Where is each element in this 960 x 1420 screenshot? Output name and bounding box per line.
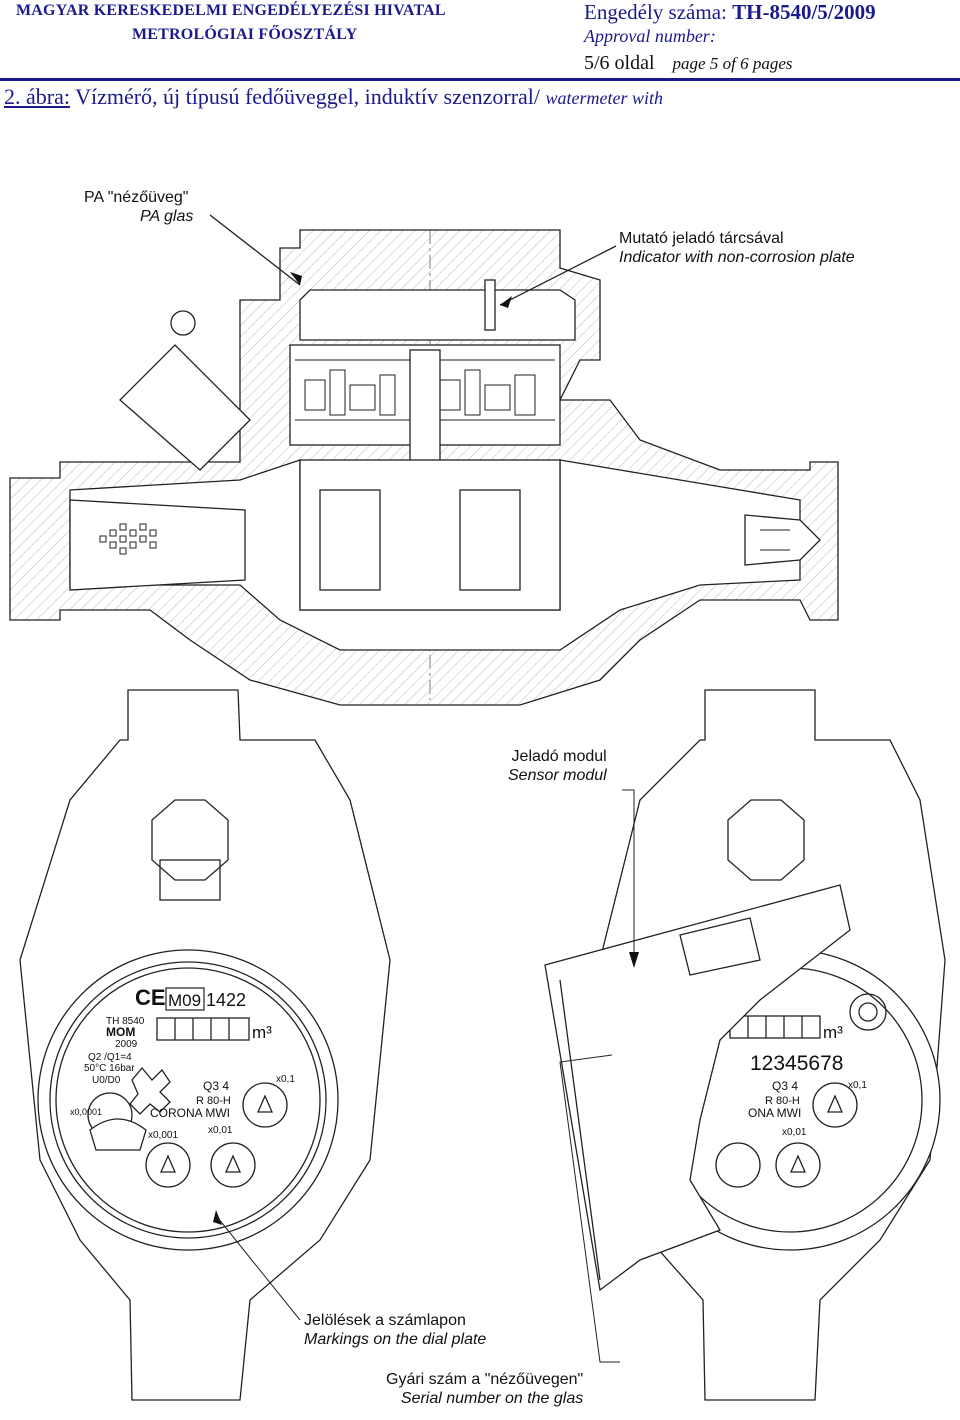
- volume-unit: m³: [252, 1023, 272, 1042]
- left-dial-markings: CE M09 1422 TH 8540 MOM 2009 m³ Q2 /Q1=4…: [70, 985, 295, 1141]
- callout-indicator: Mutató jeladó tárcsával Indicator with n…: [619, 229, 855, 267]
- left-dial-pointers: [87, 1082, 288, 1188]
- permit-number: TH-8540/5/2009: [732, 0, 876, 24]
- right-meter-plug: [727, 799, 805, 881]
- permit-line: Engedély száma: TH-8540/5/2009: [584, 0, 876, 25]
- arrowhead-sensor: [629, 952, 639, 968]
- approval-mark: TH 8540: [106, 1016, 145, 1027]
- left-odometer: [156, 1017, 250, 1041]
- arrowhead-indicator: [500, 296, 512, 308]
- callout-serial: Gyári szám a "nézőüvegen" Serial number …: [386, 1370, 583, 1408]
- callout-indicator-en: Indicator with non-corrosion plate: [619, 249, 855, 266]
- multiplier-01: x0,1: [276, 1074, 295, 1085]
- multiplier-0001: x0,001: [148, 1130, 178, 1141]
- leader-indicator: [499, 245, 617, 306]
- sensor-screw-head: [858, 1002, 878, 1022]
- callout-serial-en: Serial number on the glas: [400, 1390, 584, 1407]
- permit-label: Engedély száma:: [584, 0, 727, 24]
- right-multiplier-001: x0,01: [782, 1127, 807, 1138]
- callout-sensor-en: Sensor modul: [508, 767, 607, 784]
- check-valve-spring: [760, 529, 790, 551]
- pipe-size: R 80-H: [196, 1095, 231, 1107]
- meter-model: CORONA MWI: [150, 1106, 230, 1120]
- left-dial-bezel: [37, 949, 339, 1251]
- office-logo: MOM: [106, 1025, 135, 1039]
- page-hu: 5/6 oldal: [584, 52, 655, 74]
- callout-serial-hu: Gyári szám a "nézőüvegen": [386, 1371, 584, 1388]
- sensor-module-edge: [559, 979, 601, 1281]
- ce-mark: CE: [135, 985, 166, 1010]
- inlet-strainer: [69, 499, 246, 591]
- page-en: page 5 of 6 pages: [672, 54, 793, 73]
- right-dial-markings: m³ 12345678 Q3 4 R 80-H ONA MWI x0,01 x0…: [748, 1023, 867, 1138]
- metrology-mark-box: [165, 987, 205, 1011]
- right-multiplier-01: x0,1: [848, 1080, 867, 1091]
- office-name: MAGYAR KERESKEDELMI ENGEDÉLYEZÉSI HIVATA…: [16, 2, 446, 19]
- sensor-module: [544, 884, 851, 1292]
- left-dial-inner-ring: [49, 961, 327, 1239]
- caption-hu: Vízmérő, új típusú fedőüveggel, induktív…: [75, 84, 541, 109]
- metrology-mark: M09: [168, 991, 201, 1010]
- page-line: 5/6 oldal page 5 of 6 pages: [584, 52, 792, 75]
- callout-markings: Jelölések a számlapon Markings on the di…: [304, 1311, 486, 1349]
- impeller-blade-left: [319, 489, 381, 591]
- multiplier-001: x0,01: [208, 1125, 233, 1136]
- arrowhead-markings: [213, 1210, 222, 1225]
- regulating-screw: [119, 344, 251, 471]
- right-pipe-size: R 80-H: [765, 1095, 800, 1107]
- pa-glass-cover: [299, 289, 576, 341]
- right-meter-top-view: [544, 689, 946, 1401]
- caption-en: watermeter with: [545, 88, 664, 108]
- left-dial-plate: [55, 967, 321, 1233]
- sensitivity-class: U0/D0: [92, 1075, 121, 1086]
- callout-markings-en: Markings on the dial plate: [304, 1331, 487, 1348]
- arrowhead-pa-glass: [290, 272, 302, 285]
- left-sector-dial: [89, 1118, 147, 1151]
- adjust-nut: [170, 310, 196, 336]
- department-name: METROLÓGIAI FŐOSZTÁLY: [132, 26, 358, 43]
- leader-serial: [559, 1054, 620, 1363]
- right-volume-unit: m³: [823, 1023, 843, 1042]
- sensor-screw: [849, 993, 887, 1031]
- right-meter-model: ONA MWI: [748, 1106, 801, 1120]
- right-permanent-flowrate: Q3 4: [772, 1079, 798, 1093]
- leader-pa-glass: [209, 214, 301, 286]
- callout-sensor-hu: Jeladó modul: [511, 748, 607, 765]
- cross-section-view: [9, 214, 839, 706]
- star-wheel: [129, 1066, 171, 1115]
- callout-pa-glass-en: PA glas: [140, 208, 194, 225]
- callout-indicator-hu: Mutató jeladó tárcsával: [619, 230, 784, 247]
- left-meter-plug: [151, 799, 229, 881]
- manufacture-year: 2009: [115, 1039, 138, 1050]
- left-meter-plug-base: [159, 859, 221, 901]
- serial-number: 12345678: [750, 1052, 843, 1075]
- lower-leaders: [213, 789, 639, 1363]
- approval-label: Approval number:: [584, 26, 716, 46]
- right-dial-pointers: [715, 1082, 858, 1188]
- permanent-flowrate: Q3 4: [203, 1079, 229, 1093]
- indicator-post: [484, 279, 496, 331]
- notified-body-number: 1422: [206, 990, 246, 1010]
- callout-pa-glass: PA "nézőüveg" PA glas: [84, 188, 193, 226]
- strainer-holes: [99, 523, 157, 555]
- sensor-module-window: [679, 917, 761, 976]
- check-valve: [744, 514, 821, 566]
- operating-conditions: 50°C 16bar: [84, 1063, 135, 1074]
- callout-sensor: Jeladó modul Sensor modul: [508, 747, 607, 785]
- header-rule: [0, 78, 960, 81]
- callout-pa-glass-hu: PA "nézőüveg": [84, 189, 189, 206]
- figure-caption: 2. ábra: Vízmérő, új típusú fedőüveggel,…: [4, 84, 663, 110]
- figure-label: 2. ábra:: [4, 84, 70, 109]
- callout-markings-hu: Jelölések a számlapon: [304, 1312, 466, 1329]
- left-meter-top-view: [19, 689, 391, 1401]
- impeller-chamber: [299, 459, 561, 611]
- flow-ratio: Q2 /Q1=4: [88, 1052, 132, 1063]
- impeller-blade-right: [459, 489, 521, 591]
- leader-sensor: [622, 789, 635, 955]
- multiplier-00001: x0,0001: [70, 1107, 102, 1117]
- leader-markings: [217, 1217, 301, 1321]
